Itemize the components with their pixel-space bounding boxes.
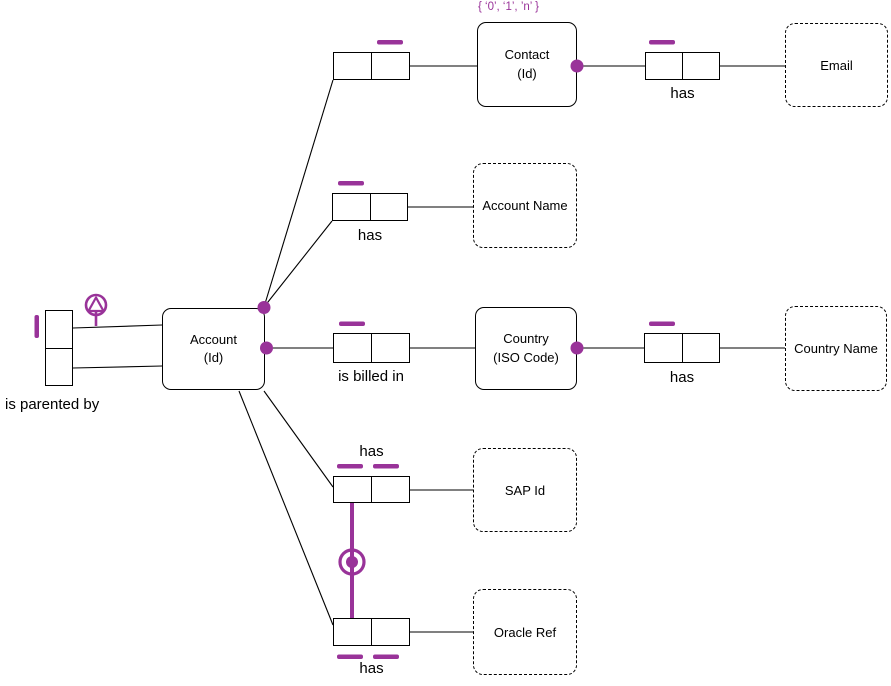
role-box-account-has-sap-id[interactable] [333, 476, 410, 503]
role-cell [371, 477, 409, 502]
role-cell [334, 619, 371, 645]
entity-country[interactable]: Country (ISO Code) [475, 307, 577, 390]
role-cell [334, 477, 371, 502]
role-cell [371, 53, 409, 79]
value-type-country-name-label: Country Name [794, 341, 878, 356]
reading-label-account-has-sap-id: has [359, 443, 384, 460]
value-type-oracle-ref[interactable]: Oracle Ref [473, 589, 577, 675]
entity-contact[interactable]: Contact (Id) [477, 22, 577, 107]
reading-label-country-has-name: has [669, 369, 695, 386]
role-cell [334, 53, 371, 79]
connector-account-saprole [263, 390, 334, 488]
reading-label-is-parented-by: is parented by [5, 396, 100, 413]
role-cell [682, 53, 719, 79]
connector-account-accountnamerole [263, 220, 333, 308]
entity-contact-refmode: (Id) [517, 65, 537, 81]
value-type-email-label: Email [820, 57, 853, 73]
role-cell [646, 53, 682, 79]
connector-account-oraclerole [238, 390, 334, 626]
entity-account[interactable]: Account (Id) [162, 308, 265, 390]
reading-label-account-has-oracle-ref: has [359, 660, 384, 677]
entity-country-refmode: (ISO Code) [493, 349, 559, 365]
value-type-email[interactable]: Email [785, 23, 888, 107]
connector-account-contactrole [263, 79, 334, 308]
role-box-contact-has-email[interactable] [645, 52, 720, 80]
connector-parentedrole2-account [72, 365, 163, 369]
role-box-account-has-name[interactable] [332, 193, 408, 221]
role-box-account-has-oracle-ref[interactable] [333, 618, 410, 646]
role-cell [645, 334, 682, 362]
reading-label-account-has-name: has [357, 227, 383, 244]
role-box-account-billed-in-country[interactable] [333, 333, 410, 363]
role-box-account-contact[interactable] [333, 52, 410, 80]
value-type-sap-id-label: SAP Id [504, 482, 546, 498]
value-type-account-name-label: Account Name [482, 198, 568, 213]
role-cell [46, 347, 72, 386]
role-cell [371, 619, 409, 645]
value-type-country-name[interactable]: Country Name [785, 306, 887, 391]
role-cell [369, 194, 408, 220]
role-cell [46, 311, 72, 348]
value-type-account-name[interactable]: Account Name [473, 163, 577, 248]
value-list-annotation: { ‘0’, ‘1’, ’n’ } [478, 1, 539, 13]
role-cell [333, 194, 370, 220]
value-type-oracle-ref-label: Oracle Ref [493, 624, 557, 640]
role-cell [371, 334, 409, 362]
reading-label-is-billed-in: is billed in [338, 368, 404, 385]
entity-account-name: Account [190, 331, 237, 347]
connector-parentedrole1-account [72, 324, 163, 329]
role-box-account-parented-by[interactable] [45, 310, 73, 386]
reading-label-contact-has-email: has [670, 85, 695, 102]
entity-account-refmode: (Id) [203, 350, 224, 365]
role-cell [334, 334, 371, 362]
entity-contact-name: Contact [504, 47, 550, 63]
value-type-sap-id[interactable]: SAP Id [473, 448, 577, 532]
entity-country-name: Country [503, 331, 549, 347]
role-cell [681, 334, 720, 362]
role-box-country-has-name[interactable] [644, 333, 720, 363]
